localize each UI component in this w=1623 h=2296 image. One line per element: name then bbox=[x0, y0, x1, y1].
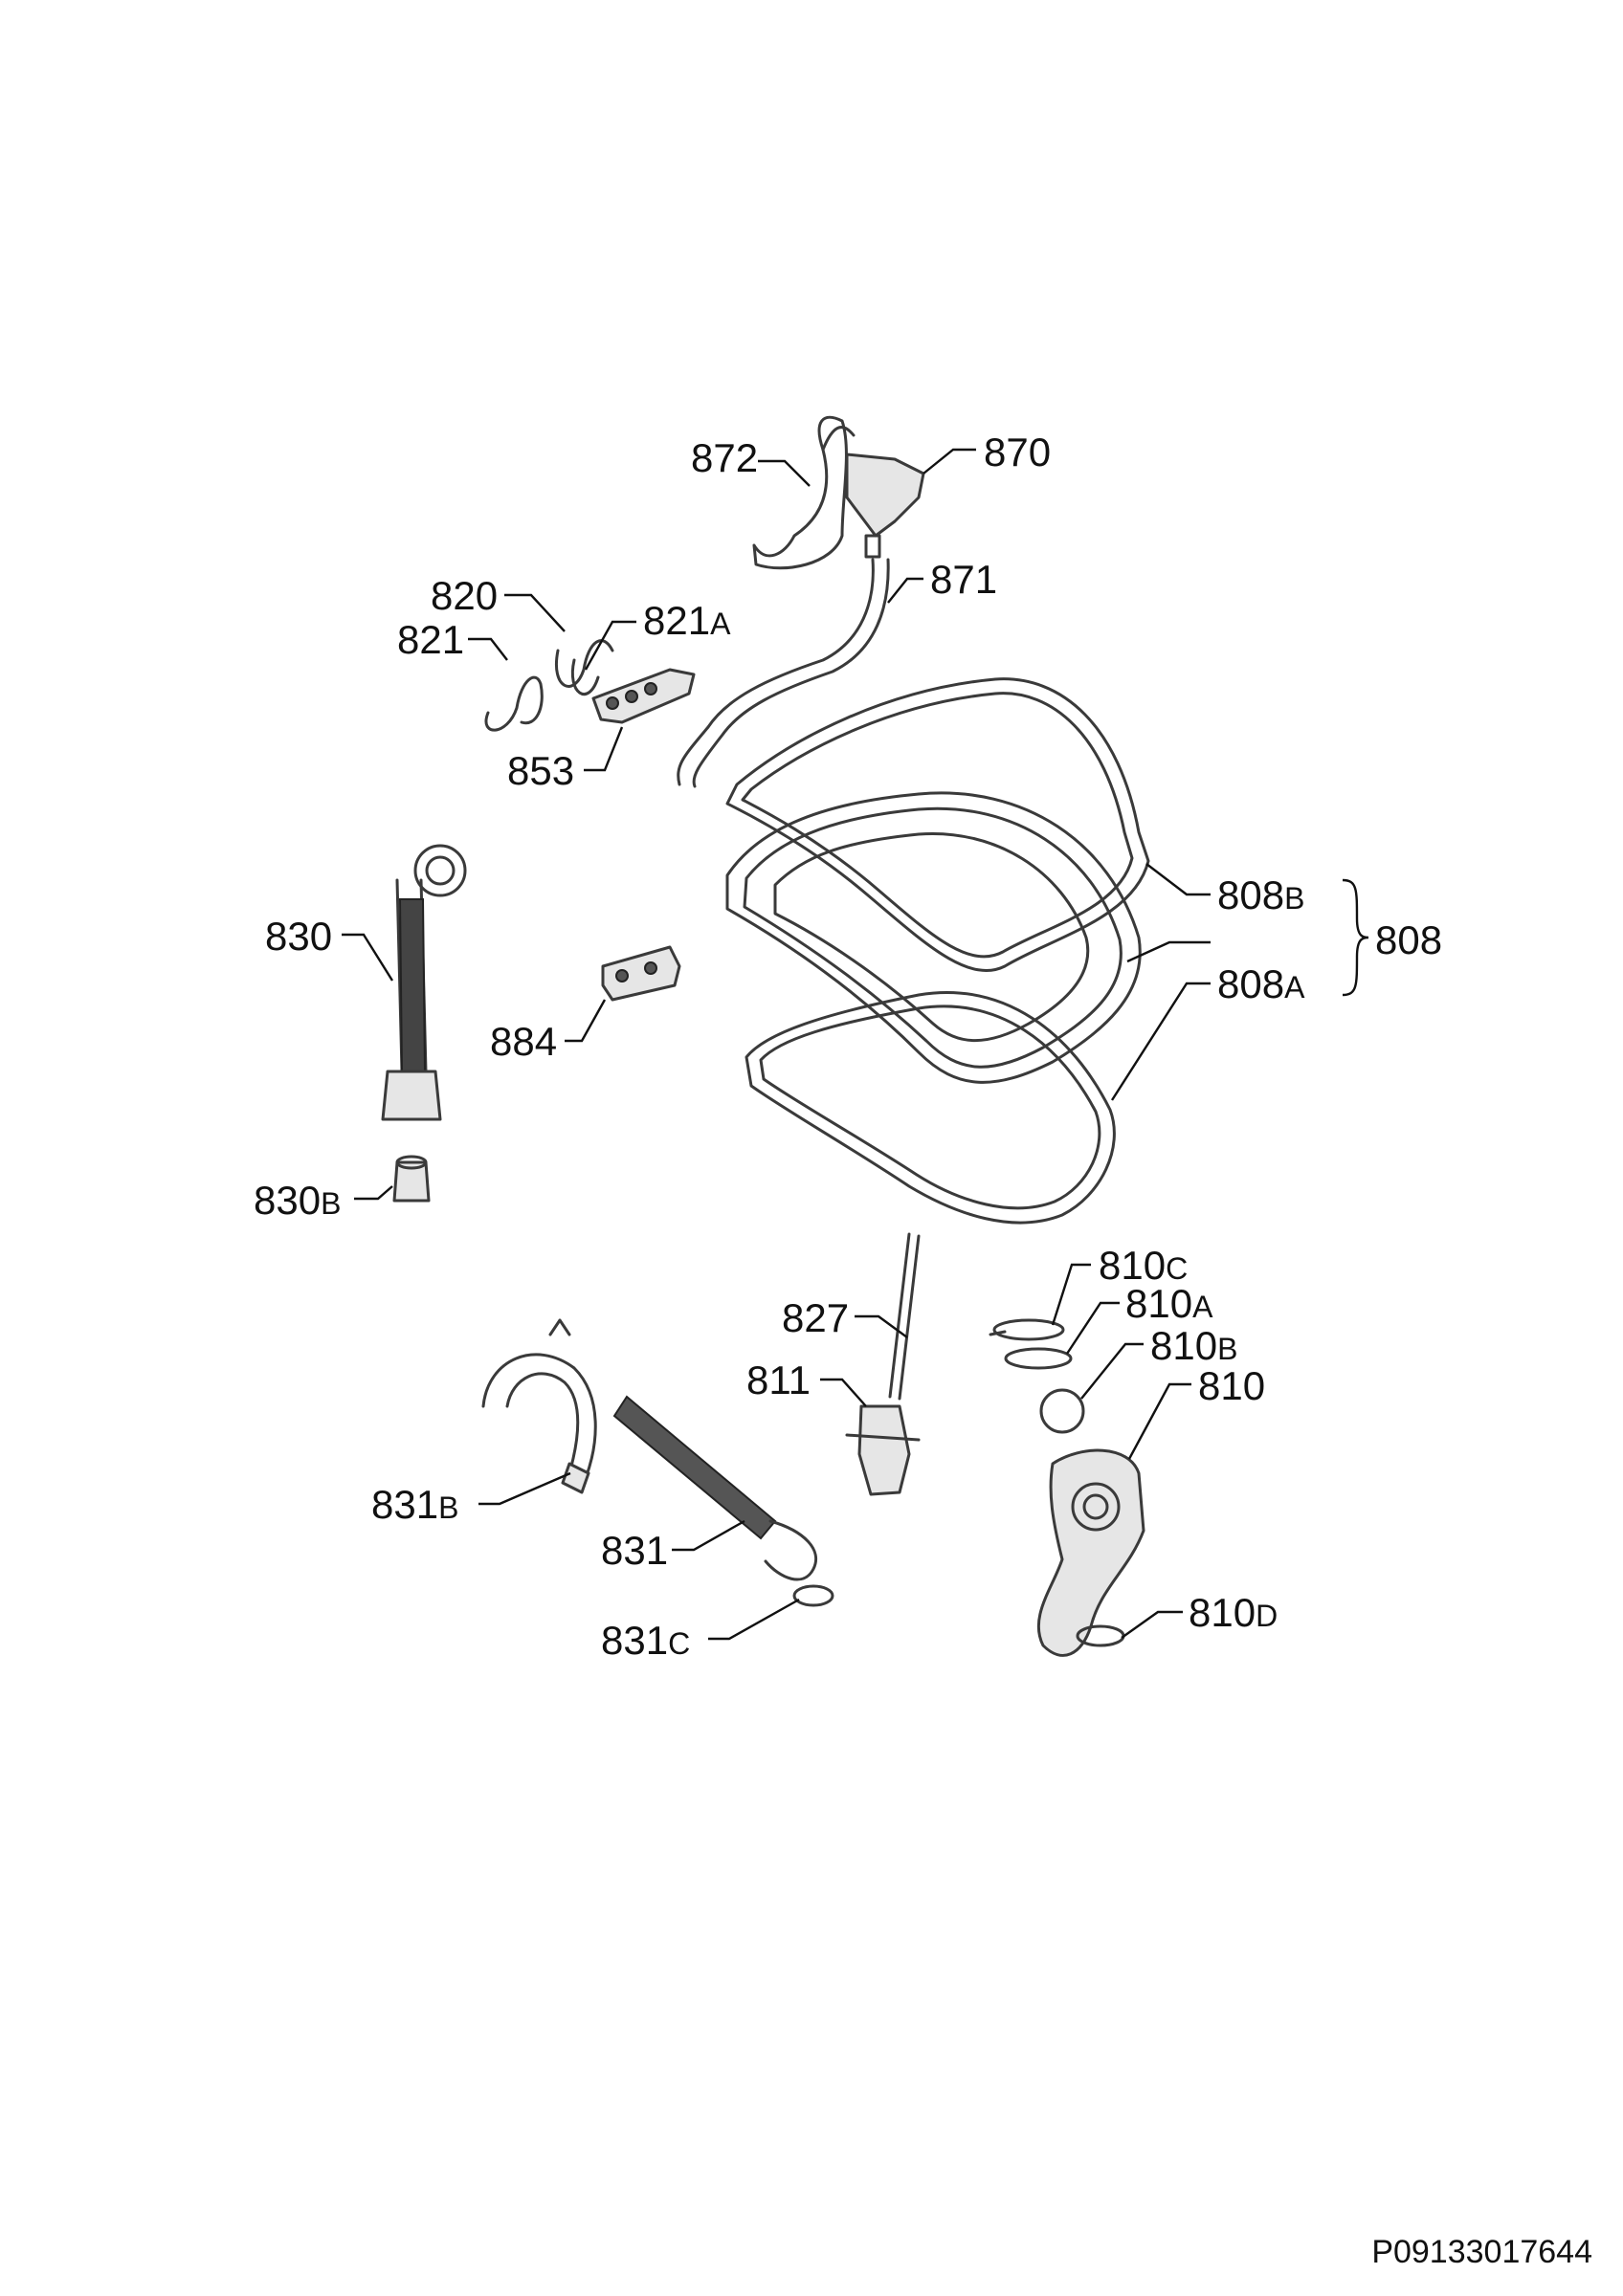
callout-827: 827 bbox=[782, 1295, 850, 1340]
callout-831: 831 bbox=[601, 1528, 669, 1573]
part-827-rod bbox=[888, 1232, 921, 1401]
part-870-valve bbox=[845, 453, 925, 559]
callout-831C: 831C bbox=[601, 1618, 691, 1663]
document-id: P09133017644 bbox=[1371, 2234, 1592, 2270]
part-872-hose bbox=[752, 415, 856, 570]
callout-870: 870 bbox=[984, 430, 1052, 475]
callout-872: 872 bbox=[691, 435, 759, 480]
callout-810C: 810C bbox=[1099, 1243, 1189, 1288]
part-831B-hose-guide bbox=[481, 1318, 597, 1494]
part-830-drain-hose bbox=[381, 844, 467, 1121]
callout-808B: 808B bbox=[1217, 872, 1305, 917]
callout-810A: 810A bbox=[1125, 1281, 1213, 1326]
callout-884: 884 bbox=[490, 1019, 558, 1064]
callout-821A: 821A bbox=[643, 598, 731, 643]
part-811-pump bbox=[845, 1404, 921, 1496]
part-820-hose bbox=[555, 639, 614, 696]
callout-808: 808 bbox=[1375, 917, 1443, 962]
part-810C-clamp bbox=[989, 1318, 1065, 1341]
part-810A-gasket bbox=[1004, 1347, 1073, 1370]
part-808-tub-ring bbox=[725, 791, 1142, 1084]
part-808A-seal bbox=[745, 991, 1116, 1225]
callout-810: 810 bbox=[1198, 1363, 1266, 1408]
part-831-hose bbox=[612, 1395, 818, 1581]
callout-831B: 831B bbox=[371, 1482, 459, 1527]
callout-810B: 810B bbox=[1150, 1323, 1238, 1368]
part-830B-fitting bbox=[392, 1155, 431, 1203]
part-871-hose bbox=[677, 558, 890, 788]
callout-853: 853 bbox=[507, 748, 575, 793]
leader-lines bbox=[342, 448, 1369, 1641]
callout-871: 871 bbox=[930, 557, 998, 602]
part-810B-ball bbox=[1039, 1388, 1085, 1434]
part-831C-clamp bbox=[792, 1584, 834, 1607]
callout-821: 821 bbox=[397, 617, 465, 662]
callout-811: 811 bbox=[746, 1358, 811, 1402]
part-884-clip bbox=[601, 945, 681, 1002]
part-853-bracket bbox=[591, 668, 696, 724]
part-808B-seal bbox=[725, 677, 1150, 972]
callout-830B: 830B bbox=[254, 1178, 342, 1223]
callout-810D: 810D bbox=[1189, 1590, 1278, 1635]
part-810-sump bbox=[1036, 1448, 1145, 1657]
callout-820: 820 bbox=[431, 573, 499, 618]
callout-830: 830 bbox=[265, 914, 333, 959]
callout-808A: 808A bbox=[1217, 961, 1305, 1006]
part-821-hose bbox=[484, 675, 544, 732]
